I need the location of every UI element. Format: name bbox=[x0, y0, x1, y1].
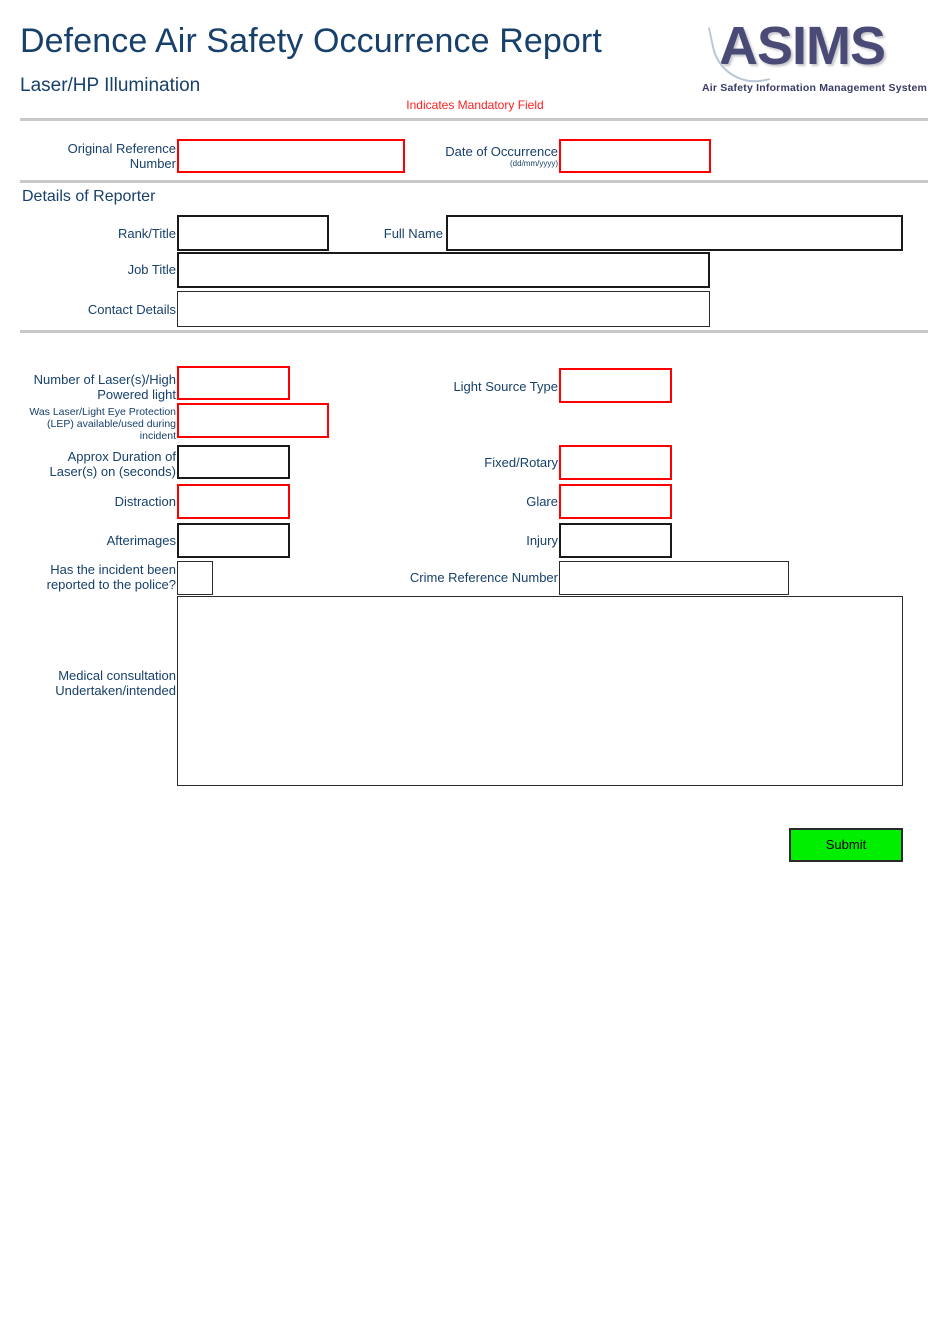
label-number-of-lasers: Number of Laser(s)/High Powered light bbox=[33, 372, 176, 402]
input-approx-duration[interactable] bbox=[177, 445, 290, 479]
asims-wordmark: ASIMS bbox=[718, 16, 886, 76]
input-fixed-rotary[interactable] bbox=[559, 445, 672, 480]
input-glare[interactable] bbox=[559, 484, 672, 519]
input-injury[interactable] bbox=[559, 523, 672, 558]
submit-button[interactable]: Submit bbox=[789, 828, 903, 862]
label-crime-reference-number: Crime Reference Number bbox=[409, 570, 558, 585]
label-full-name: Full Name bbox=[383, 226, 443, 241]
input-reported-to-police[interactable] bbox=[177, 561, 213, 595]
label-medical-consultation: Medical consultation Undertaken/intended bbox=[55, 668, 176, 698]
label-injury: Injury bbox=[526, 533, 558, 548]
input-light-source-type[interactable] bbox=[559, 368, 672, 403]
input-date-of-occurrence[interactable] bbox=[559, 139, 711, 173]
input-original-reference-number[interactable] bbox=[177, 139, 405, 173]
divider-reporter bbox=[20, 180, 928, 183]
mandatory-field-note: Indicates Mandatory Field bbox=[406, 98, 544, 112]
label-laser-eye-protection: Was Laser/Light Eye Protection (LEP) ava… bbox=[29, 406, 176, 442]
label-original-reference-number: Original Reference Number bbox=[67, 141, 176, 171]
label-light-source-type: Light Source Type bbox=[453, 379, 558, 394]
label-rank-title: Rank/Title bbox=[117, 226, 176, 241]
section-heading-details-of-reporter: Details of Reporter bbox=[22, 188, 156, 205]
page-subtitle: Laser/HP Illumination bbox=[20, 75, 201, 96]
input-rank-title[interactable] bbox=[177, 215, 329, 251]
label-glare: Glare bbox=[526, 494, 558, 509]
label-fixed-rotary: Fixed/Rotary bbox=[484, 455, 558, 470]
input-crime-reference-number[interactable] bbox=[559, 561, 789, 595]
label-date-of-occurrence: Date of Occurrence (dd/mm/yyyy) bbox=[420, 144, 558, 169]
page-header: Defence Air Safety Occurrence Report Las… bbox=[0, 0, 950, 118]
input-contact-details[interactable] bbox=[177, 291, 710, 327]
asims-logo: ASIMS Air Safety Information Management … bbox=[702, 14, 928, 102]
label-date-format-hint: (dd/mm/yyyy) bbox=[510, 159, 558, 168]
asims-tagline: Air Safety Information Management System bbox=[702, 82, 928, 94]
input-afterimages[interactable] bbox=[177, 523, 290, 558]
input-job-title[interactable] bbox=[177, 252, 710, 288]
input-laser-eye-protection[interactable] bbox=[177, 403, 329, 438]
label-distraction: Distraction bbox=[114, 494, 176, 509]
page-title: Defence Air Safety Occurrence Report bbox=[20, 22, 602, 60]
input-full-name[interactable] bbox=[446, 215, 903, 251]
label-date-of-occurrence-text: Date of Occurrence bbox=[445, 144, 558, 159]
input-number-of-lasers[interactable] bbox=[177, 366, 290, 400]
label-afterimages: Afterimages bbox=[106, 533, 176, 548]
input-medical-consultation[interactable] bbox=[177, 596, 903, 786]
divider-top bbox=[20, 118, 928, 121]
label-contact-details: Contact Details bbox=[87, 302, 176, 317]
divider-incident bbox=[20, 330, 928, 333]
label-job-title: Job Title bbox=[127, 262, 176, 277]
label-reported-to-police: Has the incident been reported to the po… bbox=[46, 562, 176, 592]
label-approx-duration: Approx Duration of Laser(s) on (seconds) bbox=[49, 449, 176, 479]
input-distraction[interactable] bbox=[177, 484, 290, 519]
